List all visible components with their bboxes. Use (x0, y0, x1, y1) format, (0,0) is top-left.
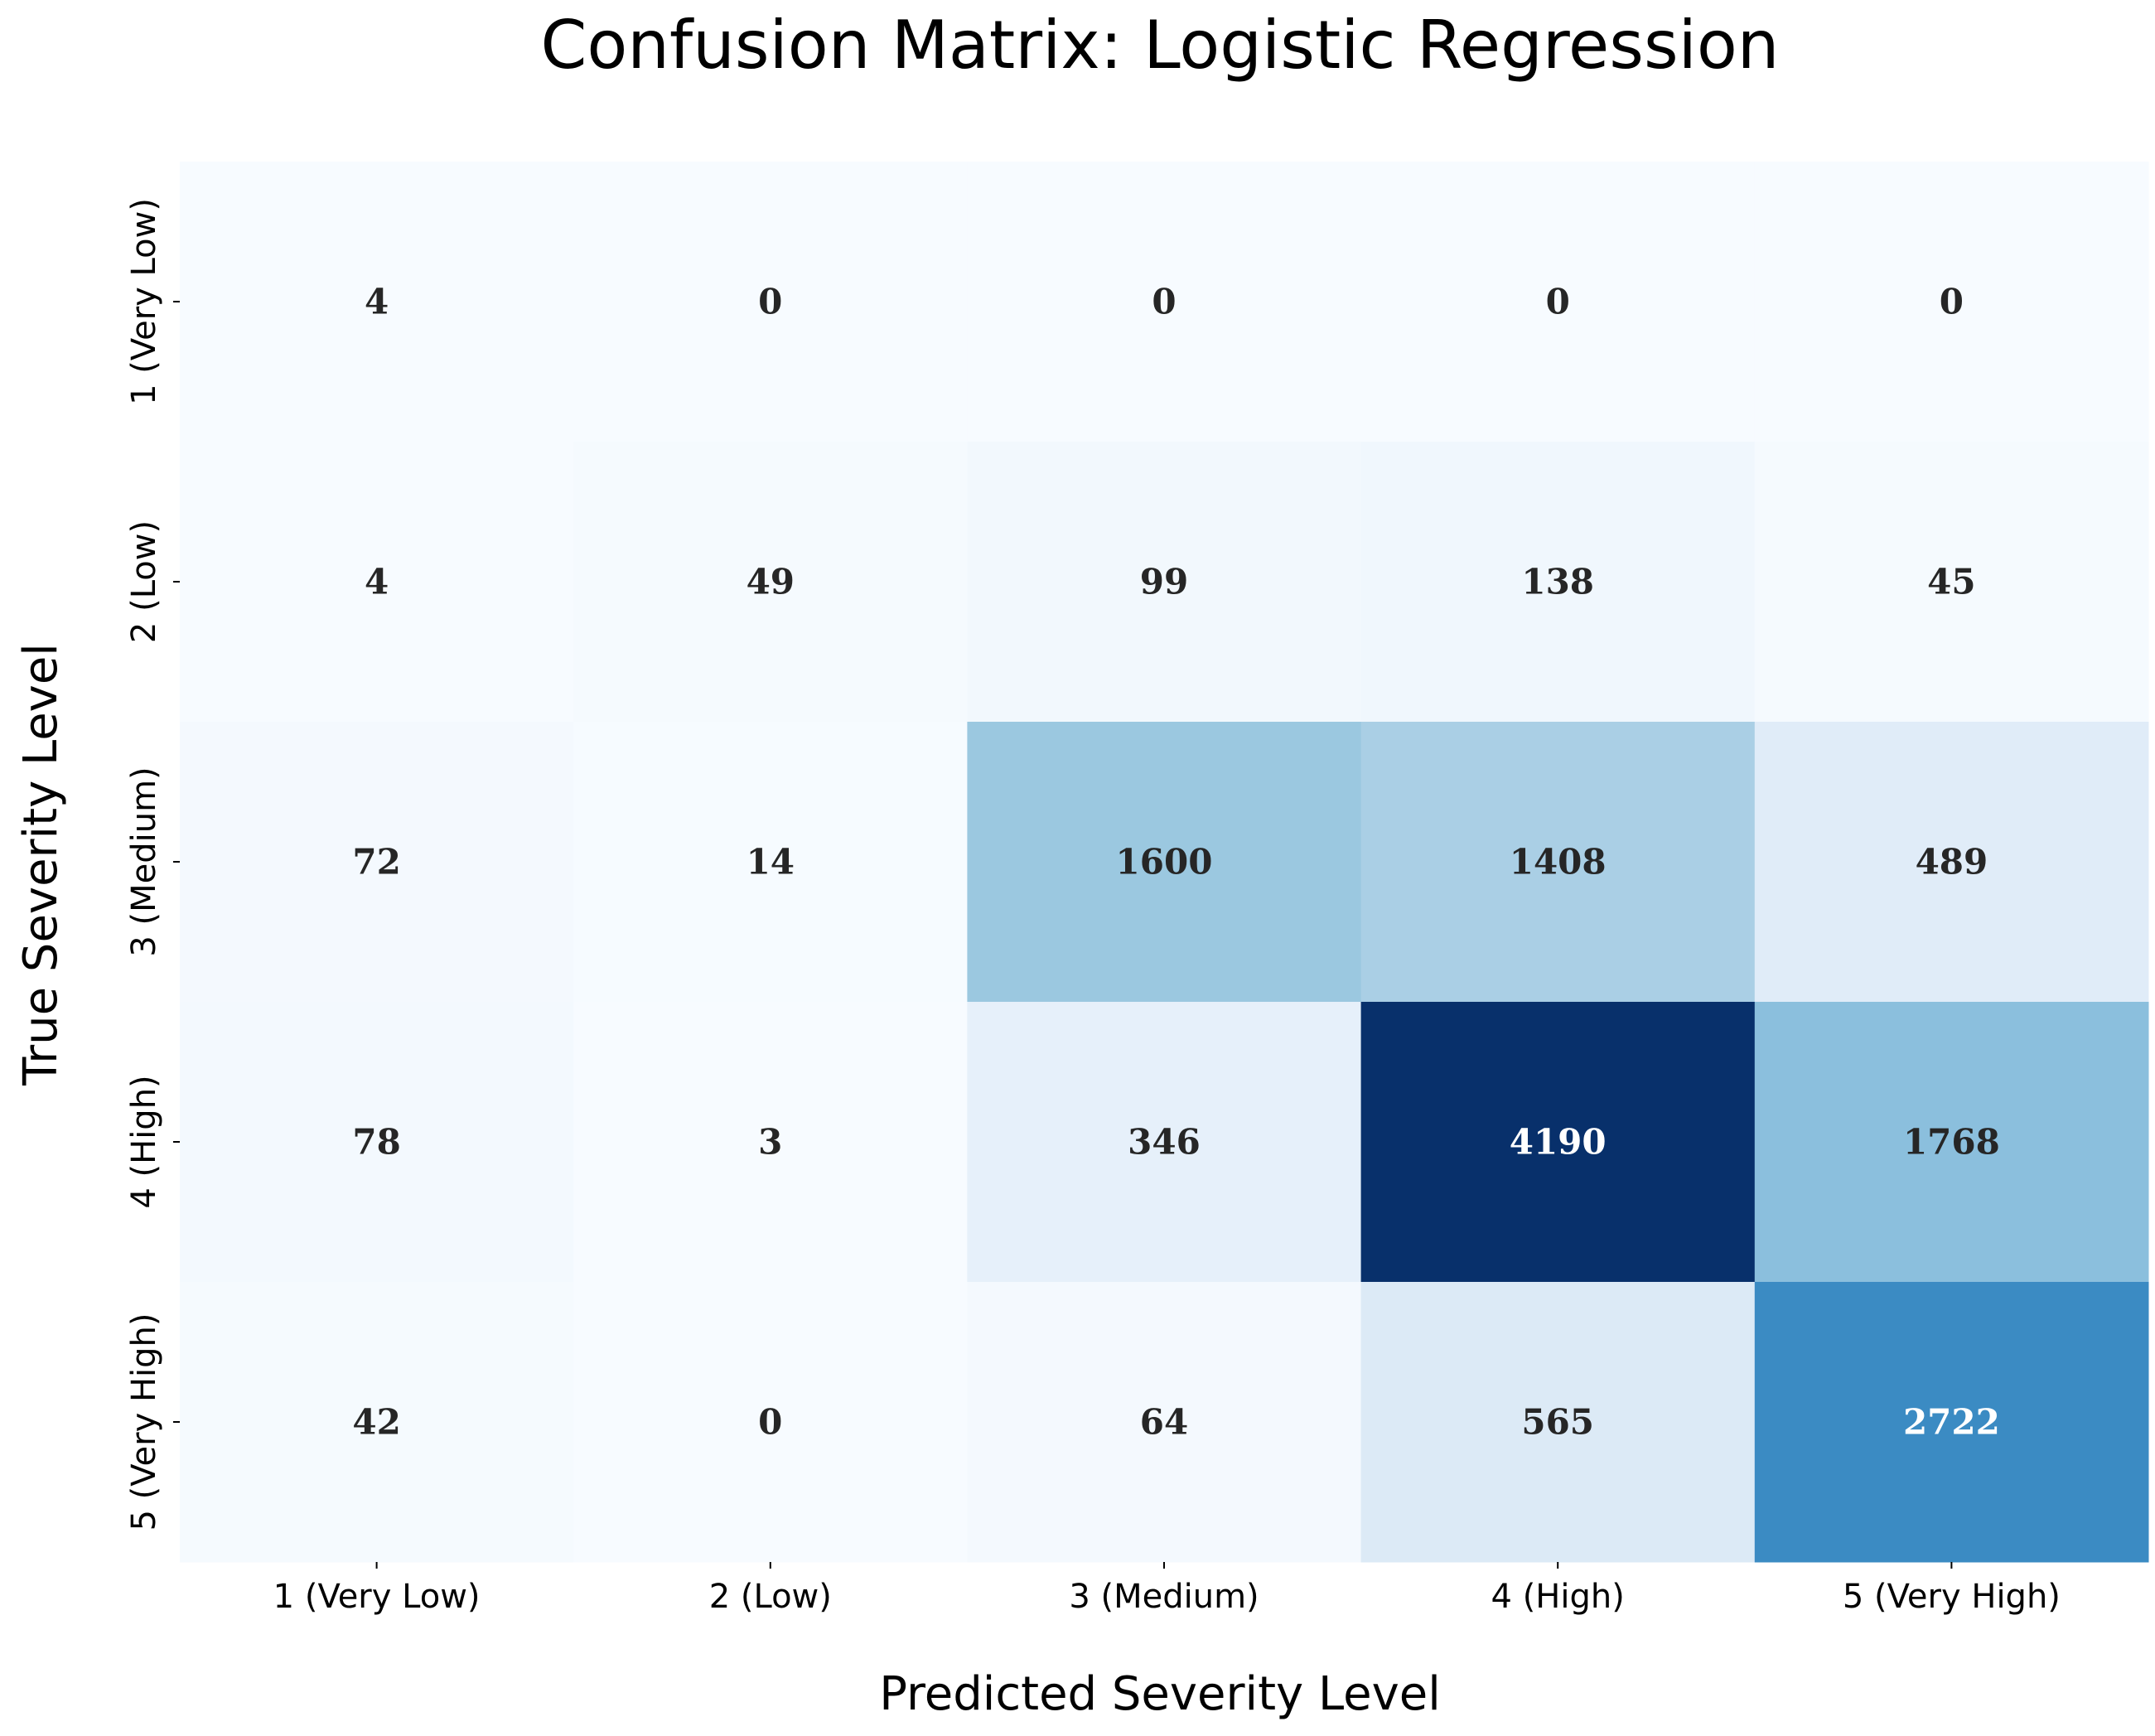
cell-value-4-1: 78 (352, 1122, 400, 1163)
y-tick-label-4: 4 (High) (125, 1075, 163, 1208)
cell-value-1-4: 0 (1546, 282, 1570, 322)
heatmap-cells: 4 0 0 0 0 4 49 99 138 45 72 14 1600 1408 489 78 3 346 4190… (180, 162, 2149, 1563)
cell-value-2-1: 4 (365, 562, 389, 602)
cell-value-1-5: 0 (1940, 282, 1964, 322)
heatmap-cell-3-3 (967, 722, 1362, 1003)
cell-value-4-3: 346 (1128, 1122, 1201, 1163)
cell-value-3-2: 14 (747, 842, 795, 883)
cell-value-4-4: 4190 (1510, 1122, 1607, 1163)
y-tick-label-1: 1 (Very Low) (125, 198, 163, 405)
heatmap-cell-3-5 (1754, 722, 2149, 1003)
heatmap-cell-5-3 (967, 1282, 1362, 1563)
cell-value-5-3: 64 (1140, 1402, 1188, 1443)
heatmap-cell-2-3 (967, 442, 1362, 723)
heatmap-cell-5-5 (1754, 1282, 2149, 1563)
y-tick-label-5: 5 (Very High) (125, 1313, 163, 1530)
heatmap-cell-5-2 (573, 1282, 968, 1563)
cell-value-1-3: 0 (1152, 282, 1176, 322)
heatmap-cell-5-4 (1360, 1282, 1756, 1563)
cell-value-1-2: 0 (758, 282, 782, 322)
heatmap-cell-4-4 (1360, 1002, 1756, 1283)
cell-value-5-5: 2722 (1903, 1402, 2000, 1443)
x-axis-ticks: 1 (Very Low) 2 (Low) 3 (Medium) 4 (High) 5 (… (273, 1562, 2061, 1616)
y-tick-label-3: 3 (Medium) (125, 766, 163, 956)
heatmap-cell-1-1 (180, 162, 574, 442)
x-tick-label-3: 3 (Medium) (1069, 1578, 1259, 1616)
heatmap-cell-3-4 (1360, 722, 1756, 1003)
heatmap-cell-3-1 (180, 722, 574, 1003)
cell-value-3-4: 1408 (1510, 842, 1607, 883)
heatmap-cell-2-2 (573, 442, 968, 723)
heatmap-cell-1-5 (1754, 162, 2149, 442)
heatmap-cell-1-2 (573, 162, 968, 442)
heatmap-cell-4-3 (967, 1002, 1362, 1283)
heatmap-cell-4-1 (180, 1002, 574, 1283)
heatmap-cell-2-4 (1360, 442, 1756, 723)
heatmap-cell-1-4 (1360, 162, 1756, 442)
cell-value-5-1: 42 (352, 1402, 400, 1443)
cell-value-4-5: 1768 (1903, 1122, 2000, 1163)
cell-value-3-1: 72 (352, 842, 400, 883)
cell-value-4-2: 3 (758, 1122, 782, 1163)
cell-value-5-4: 565 (1521, 1402, 1594, 1443)
chart-title: Confusion Matrix: Logistic Regression (541, 7, 1780, 84)
heatmap-cell-4-5 (1754, 1002, 2149, 1283)
y-tick-label-2: 2 (Low) (125, 520, 163, 643)
cell-value-5-2: 0 (758, 1402, 782, 1443)
cell-value-3-5: 489 (1916, 842, 1988, 883)
heatmap-cell-1-3 (967, 162, 1362, 442)
heatmap-cell-3-2 (573, 722, 968, 1003)
x-axis-label: Predicted Severity Level (879, 1667, 1441, 1721)
heatmap-cell-2-5 (1754, 442, 2149, 723)
heatmap-cell-5-1 (180, 1282, 574, 1563)
cell-value-1-1: 4 (365, 282, 389, 322)
y-axis-label: True Severity Level (14, 643, 68, 1086)
x-tick-label-1: 1 (Very Low) (273, 1578, 481, 1616)
cell-value-2-3: 99 (1140, 562, 1188, 602)
heatmap-cell-4-2 (573, 1002, 968, 1283)
cell-value-2-5: 45 (1927, 562, 1975, 602)
cell-value-2-2: 49 (747, 562, 795, 602)
heatmap-cell-2-1 (180, 442, 574, 723)
x-tick-label-5: 5 (Very High) (1843, 1578, 2061, 1616)
x-tick-label-2: 2 (Low) (709, 1578, 832, 1616)
y-axis-ticks: 1 (Very Low) 2 (Low) 3 (Medium) 4 (High) 5 (… (125, 198, 180, 1531)
cell-value-3-3: 1600 (1116, 842, 1213, 883)
x-tick-label-4: 4 (High) (1491, 1578, 1625, 1616)
cell-value-2-4: 138 (1521, 562, 1594, 602)
